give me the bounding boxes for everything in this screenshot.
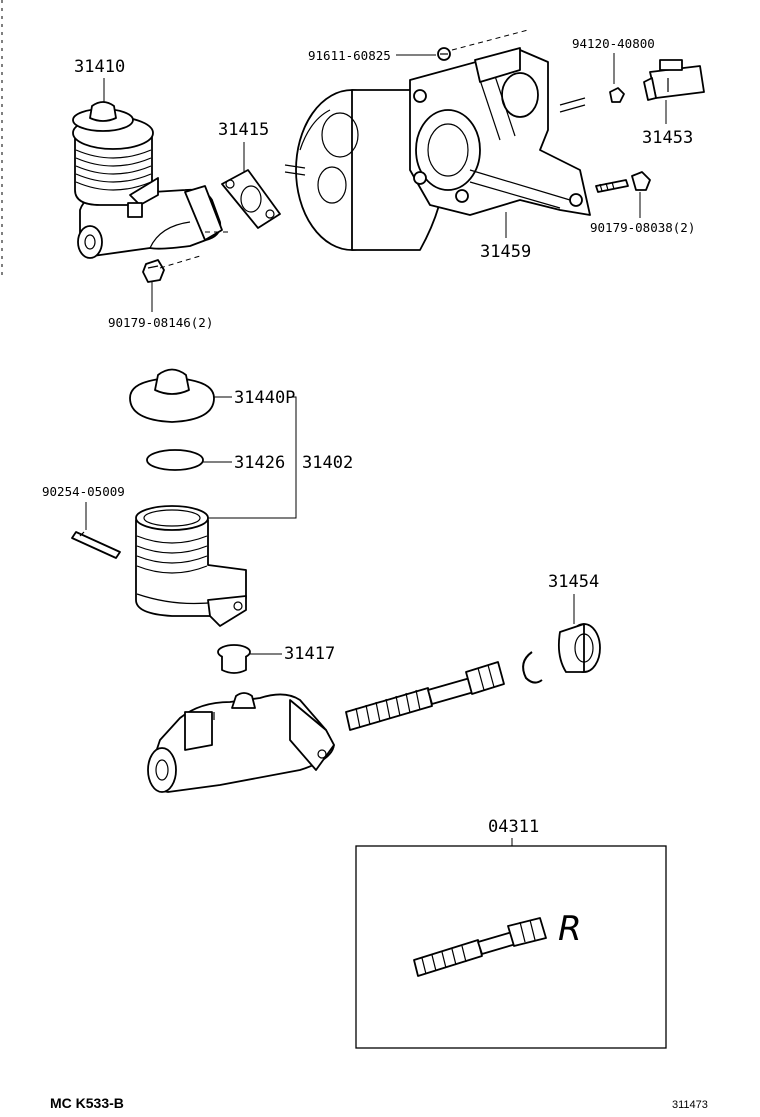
snap-ring-drawing [522,651,543,684]
label-94120-40800: 94120-40800 [572,36,655,51]
label-31415: 31415 [218,120,269,140]
grommet-31417-drawing [217,644,251,674]
boot-31454-drawing [557,623,601,673]
nut-91611-60825-drawing [437,29,529,61]
label-31440p: 31440P [234,388,295,408]
gasket-31415-drawing [221,169,281,229]
label-31454: 31454 [548,572,599,592]
label-90179-08146: 90179-08146(2) [108,315,213,330]
label-31426: 31426 [234,453,285,473]
reservoir-31402-drawing [135,505,247,627]
nut-94120-40800-drawing [609,87,625,103]
nut-90179-08146-drawing [142,255,201,283]
diaphragm-31426-drawing [146,449,204,471]
clevis-31453-drawing [643,59,705,101]
label-90254-05009: 90254-05009 [42,484,125,499]
piston-assembly-drawing [345,661,505,731]
pin-90254-05009-drawing [71,531,121,559]
reservoir-cap-31440p-drawing [129,368,215,423]
catalog-code: MC K533-B [50,1095,124,1111]
repair-kit-piston-drawing [413,917,547,977]
figure-number: 311473 [672,1099,708,1111]
label-04311: 04311 [488,817,539,837]
label-31453: 31453 [642,128,693,148]
label-91611-60825: 91611-60825 [308,48,391,63]
label-31459: 31459 [480,242,531,262]
master-cylinder-assembly-drawing [72,101,228,259]
nut-90179-08038-drawing [631,171,651,191]
booster-bracket-31459-drawing [284,47,629,251]
label-90179-08038: 90179-08038(2) [590,220,695,235]
label-31410: 31410 [74,57,125,77]
handwritten-r-mark: R [558,909,582,949]
cylinder-body-drawing [147,692,335,793]
label-31417: 31417 [284,644,335,664]
repair-kit-frame [355,845,667,1049]
label-31402: 31402 [302,453,353,473]
